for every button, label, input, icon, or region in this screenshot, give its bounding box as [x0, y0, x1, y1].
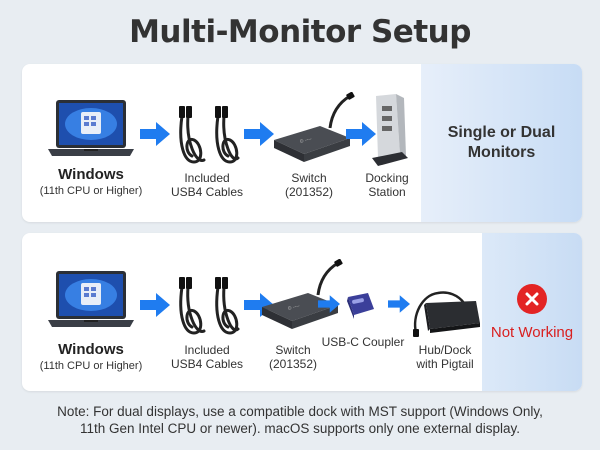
cables-label: Included USB4 Cables [170, 171, 244, 199]
usb4-cables-icon [179, 106, 240, 164]
setup-panel-supported: Windows (11th CPU or Higher) Included US… [22, 64, 582, 222]
switch-hub-icon: ⊙ ---- [262, 259, 343, 329]
usb4-cables-icon [179, 277, 240, 335]
dock-label: Docking Station [365, 171, 409, 199]
windows-label: Windows (11th CPU or Higher) [39, 341, 143, 372]
result-supported: Single or Dual Monitors [421, 64, 582, 222]
docking-station-icon [372, 94, 408, 166]
windows-laptop-icon [48, 100, 134, 156]
switch-label: Switch (201352) [284, 171, 334, 199]
setup-panel-unsupported: Windows (11th CPU or Higher) Included US… [22, 233, 582, 391]
usb-c-coupler-icon [347, 293, 374, 319]
svg-text:⊙ ----: ⊙ ---- [287, 303, 301, 312]
not-working-label: Not Working [490, 323, 574, 341]
arrow-right-icon [140, 293, 170, 317]
coupler-label: USB-C Coupler [321, 335, 405, 349]
arrow-right-icon [388, 295, 410, 313]
hub-dock-pigtail-icon [413, 291, 480, 337]
hub-label: Hub/Dock with Pigtail [416, 343, 474, 371]
page-title: Multi-Monitor Setup [129, 14, 471, 50]
windows-laptop-icon [48, 271, 134, 327]
cables-label: Included USB4 Cables [170, 343, 244, 371]
result-unsupported: Not Working [482, 233, 582, 391]
error-x-icon [517, 283, 547, 314]
footnote: Note: For dual displays, use a compatibl… [57, 404, 543, 436]
arrow-right-icon [318, 295, 340, 313]
svg-text:⊙ ----: ⊙ ---- [299, 136, 313, 145]
arrow-right-icon [140, 122, 170, 146]
arrow-right-icon [346, 122, 376, 146]
switch-label: Switch (201352) [268, 343, 318, 371]
arrow-right-icon [244, 122, 274, 146]
switch-hub-icon: ⊙ ---- [274, 92, 355, 162]
windows-label: Windows (11th CPU or Higher) [39, 166, 143, 197]
